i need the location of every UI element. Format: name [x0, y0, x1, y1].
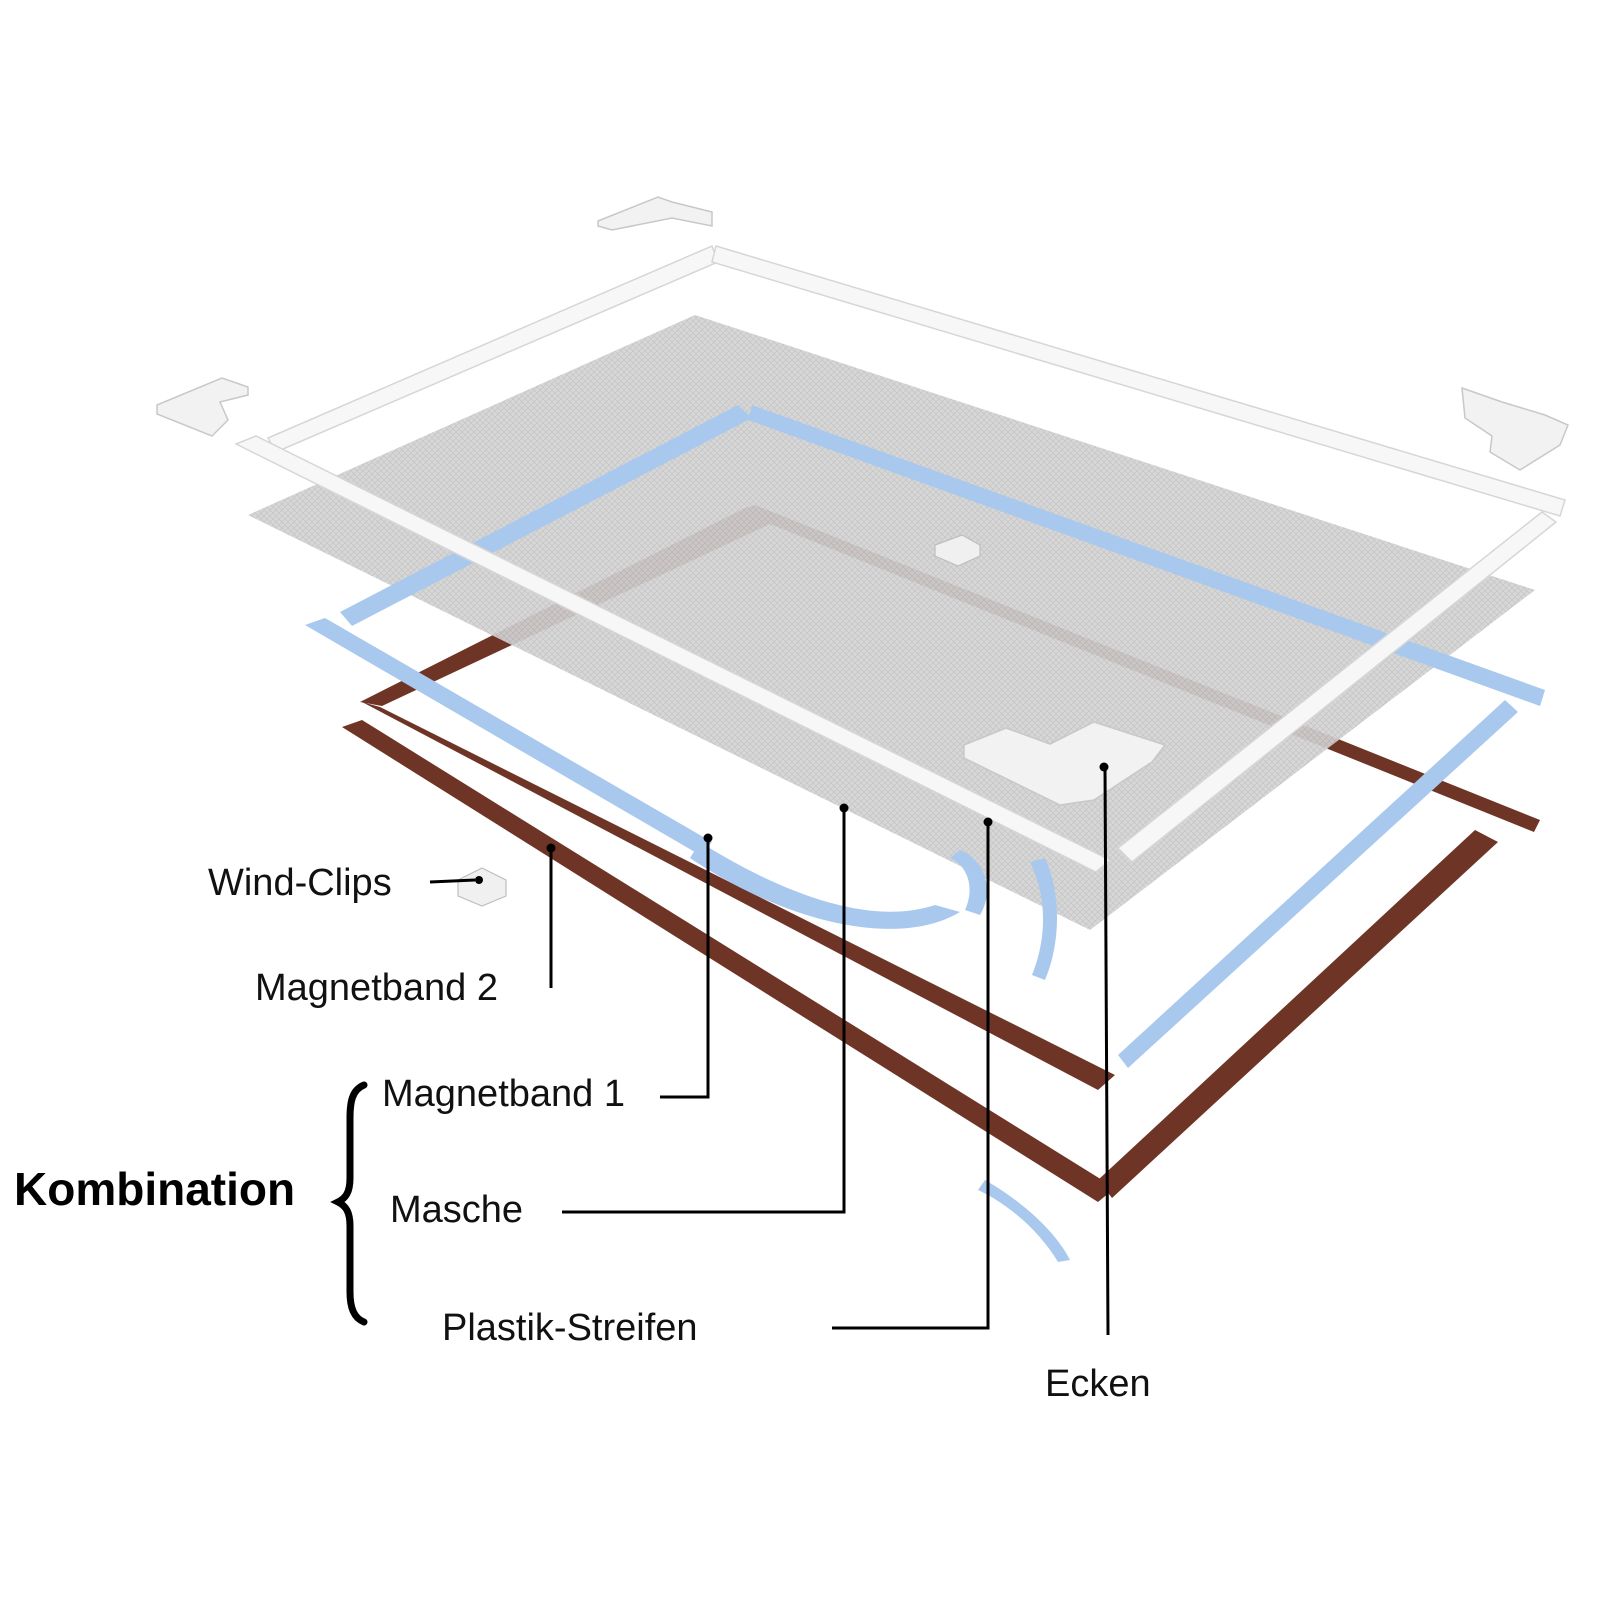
label-ecken: Ecken: [1045, 1363, 1151, 1405]
magnetband-2-frame: [342, 720, 1498, 1202]
kombination-brace: [330, 1081, 368, 1326]
magnetband-2-front-strip: [342, 720, 1115, 1202]
blue-strip-curl-small: [950, 850, 988, 915]
magnetband-2-right-strip: [1098, 830, 1498, 1198]
label-wind-clips: Wind-Clips: [208, 862, 392, 904]
white-frame: [234, 244, 1566, 873]
dot-wind-clips: [475, 876, 483, 884]
dot-plastik-streifen: [983, 817, 993, 827]
dot-ecken: [1099, 762, 1109, 772]
leader-masche: [562, 808, 846, 1214]
leader-magnetband-1: [660, 838, 710, 1099]
label-plastik-streifen: Plastik-Streifen: [442, 1307, 698, 1349]
corner-piece-left: [156, 377, 249, 437]
leader-wind-clips: [429, 878, 476, 884]
blue-strip-front-right: [1118, 700, 1518, 1068]
dot-magnetband-1: [703, 833, 713, 843]
blue-strip-curl-side: [1030, 858, 1058, 980]
magnetband-1-front-strip: [362, 702, 1115, 1090]
wind-clip-on-mesh: [934, 534, 981, 567]
wind-clip-loose: [457, 867, 507, 907]
label-masche: Masche: [390, 1189, 523, 1231]
white-frame-front-right: [1116, 511, 1558, 864]
blue-strip-front-left: [305, 618, 712, 855]
label-magnetband-2: Magnetband 2: [255, 967, 498, 1009]
leader-plastik-streifen: [832, 822, 990, 1330]
dot-magnetband-2: [546, 843, 556, 853]
plastik-streifen-frame: [305, 405, 1545, 1262]
white-frame-front-left: [234, 435, 1112, 873]
leader-ecken: [1103, 766, 1110, 1336]
magnetband-1-frame: [360, 505, 1540, 1090]
corner-piece-top: [597, 196, 713, 231]
white-frame-back-right: [711, 245, 1566, 517]
dot-masche: [839, 803, 849, 813]
leader-lines: [429, 762, 1110, 1336]
label-kombination: Kombination: [14, 1163, 295, 1215]
corner-piece-right: [1461, 386, 1569, 471]
blue-strip-curled-end: [690, 842, 960, 929]
label-magnetband-1: Magnetband 1: [382, 1073, 625, 1115]
corner-piece-front: [963, 721, 1167, 806]
blue-strip-back-left: [340, 405, 752, 626]
blue-strip-tail: [978, 1180, 1070, 1262]
wind-clips: [457, 534, 981, 907]
corner-pieces: [156, 196, 1569, 806]
blue-strip-back-right: [748, 405, 1545, 706]
